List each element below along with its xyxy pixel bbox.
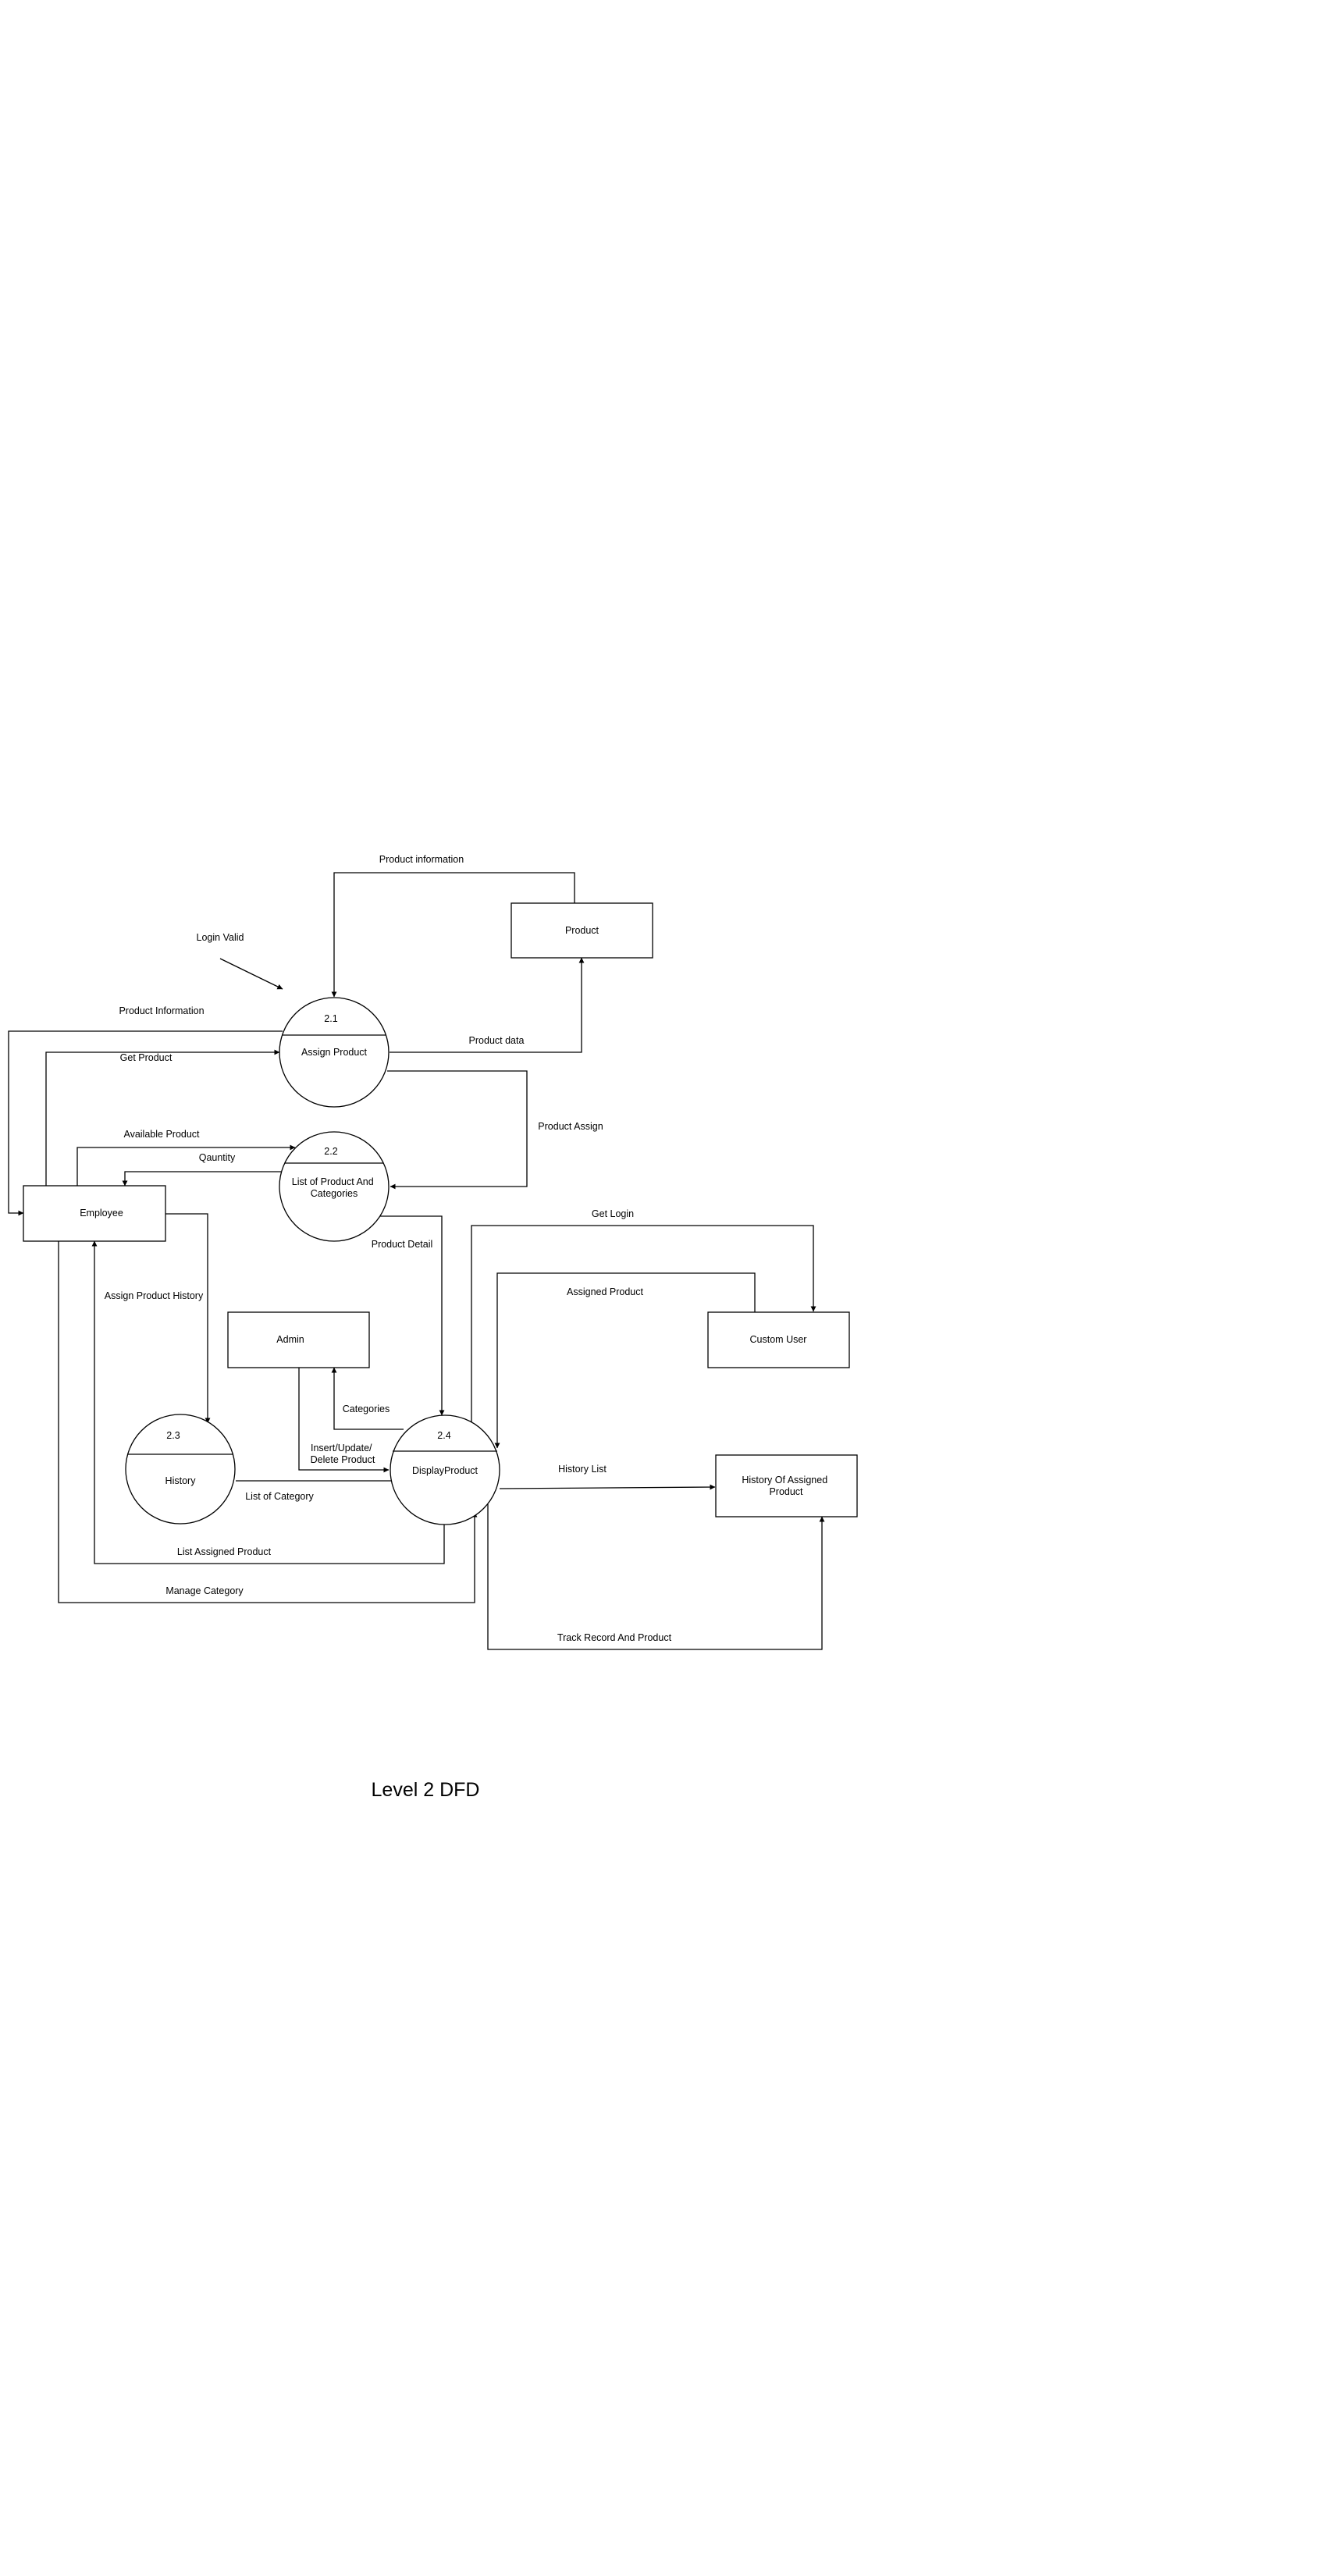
process-2-2: 2.2 List of Product And Categories [279, 1131, 390, 1242]
diagram-title: Level 2 DFD [372, 1779, 480, 1801]
entity-employee-label: Employee [80, 1208, 123, 1219]
flows [8, 872, 825, 1650]
edge-product-assign [387, 1070, 528, 1190]
label-product-information-top: Product information [379, 854, 464, 865]
label-available-product: Available Product [123, 1129, 200, 1140]
process-2-2-name: List of Product And Categories [292, 1176, 376, 1199]
process-2-3-name: History [165, 1475, 197, 1486]
process-2-2-name-line1: List of Product And [292, 1176, 374, 1187]
edge-get-login [471, 1225, 816, 1422]
processes: 2.1 Assign Product 2.2 List of Product A… [125, 997, 500, 1525]
edge-login-valid [219, 958, 283, 990]
label-assign-product-history: Assign Product History [105, 1290, 204, 1301]
label-assigned-product: Assigned Product [567, 1286, 644, 1297]
edge-qauntity [122, 1171, 281, 1187]
process-2-1-name: Assign Product [301, 1047, 368, 1058]
edge-categories [331, 1367, 404, 1430]
label-login-valid: Login Valid [197, 932, 244, 943]
label-history-list: History List [558, 1464, 607, 1475]
label-list-of-category: List of Category [245, 1491, 314, 1502]
process-2-4-name: DisplayProduct [412, 1465, 479, 1476]
label-product-assign: Product Assign [538, 1121, 603, 1132]
entity-product: Product [511, 902, 653, 959]
edge-manage-category [58, 1241, 478, 1603]
label-insert-update-delete-line1: Insert/Update/ [311, 1443, 372, 1453]
edge-product-information-left [8, 1030, 283, 1216]
label-insert-update-delete: Insert/Update/ Delete Product [311, 1443, 375, 1465]
entity-custom-user: Custom User [707, 1311, 850, 1368]
label-product-data: Product data [469, 1035, 525, 1046]
label-insert-update-delete-line2: Delete Product [311, 1454, 375, 1465]
edge-list-assigned-product [91, 1240, 445, 1564]
entity-admin-label: Admin [276, 1334, 304, 1345]
process-2-3-number: 2.3 [166, 1430, 180, 1441]
entity-employee: Employee [23, 1185, 166, 1242]
label-get-login: Get Login [592, 1208, 634, 1219]
label-qauntity: Qauntity [199, 1152, 236, 1163]
entity-custom-user-label: Custom User [750, 1334, 807, 1345]
label-list-assigned-product: List Assigned Product [177, 1546, 272, 1557]
process-2-2-number: 2.2 [324, 1146, 337, 1157]
edge-history-list [499, 1484, 716, 1490]
process-2-1: 2.1 Assign Product [279, 997, 390, 1108]
process-2-4: 2.4 DisplayProduct [390, 1414, 500, 1525]
process-2-1-number: 2.1 [324, 1013, 337, 1024]
entities: Product Employee Admin Custom User Histo… [23, 902, 858, 1517]
edge-product-detail [380, 1215, 445, 1416]
label-get-product: Get Product [120, 1052, 173, 1063]
label-product-information-left: Product Information [119, 1005, 204, 1016]
edge-assign-product-history [165, 1213, 211, 1424]
label-track-record: Track Record And Product [557, 1632, 672, 1643]
store-history-of-assigned-product: History Of Assigned Product [715, 1454, 858, 1517]
flow-labels: Product information Login Valid Product … [105, 854, 672, 1643]
process-2-4-number: 2.4 [437, 1430, 450, 1441]
store-history-label: History Of Assigned Product [742, 1475, 830, 1497]
label-manage-category: Manage Category [165, 1585, 244, 1596]
process-2-2-name-line2: Categories [311, 1188, 358, 1199]
entity-product-label: Product [565, 925, 599, 936]
entity-admin: Admin [227, 1311, 370, 1368]
edge-insert-update-delete [298, 1368, 390, 1473]
edge-get-product [45, 1049, 280, 1186]
store-history-label-line1: History Of Assigned [742, 1475, 827, 1485]
edge-available-product [76, 1144, 296, 1186]
edge-product-information-top [331, 872, 575, 998]
edge-assigned-product [494, 1272, 756, 1449]
label-product-detail: Product Detail [372, 1239, 433, 1250]
process-2-3: 2.3 History [125, 1414, 236, 1525]
edge-product-data [390, 957, 585, 1053]
edge-track-record [487, 1504, 825, 1650]
store-history-label-line2: Product [769, 1486, 803, 1497]
label-categories: Categories [343, 1404, 390, 1414]
